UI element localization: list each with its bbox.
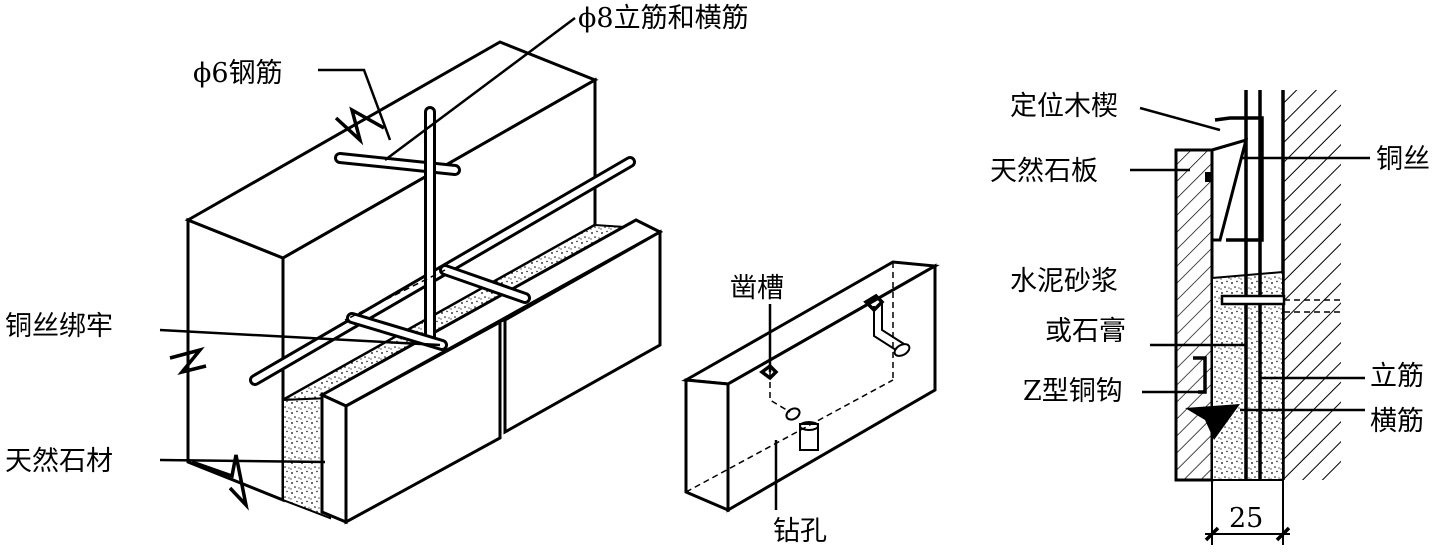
label-wedge: 定位木楔 — [1010, 91, 1118, 122]
label-natural-stone: 天然石材 — [5, 446, 113, 477]
drill-hole — [799, 423, 819, 451]
label-drill-hole: 钻孔 — [773, 516, 827, 547]
z-hook — [1193, 356, 1207, 394]
leader-natural-stone — [159, 458, 326, 464]
label-copper-wire: 铜丝 — [1376, 144, 1430, 175]
section-stone-slab — [1174, 148, 1214, 482]
stone-slab-front-2 — [503, 229, 662, 435]
positioning-wedge — [1210, 137, 1249, 242]
label-groove: 凿槽 — [730, 273, 784, 304]
middle-stone-block: 凿槽 钻孔 — [681, 260, 940, 547]
wedge-outline — [1214, 116, 1264, 242]
label-gypsum: 或石膏 — [1045, 316, 1126, 347]
mortar-fill-front — [282, 396, 331, 520]
label-rebar-6: ϕ6钢筋 — [193, 58, 283, 89]
label-mortar: 水泥砂浆 — [1010, 266, 1118, 297]
block-front — [726, 263, 937, 513]
label-stone-slab: 天然石板 — [990, 156, 1098, 187]
leader-rebar-8 — [384, 16, 576, 162]
label-vertical-bar: 立筋 — [1370, 361, 1424, 392]
leader-copper-tie — [159, 328, 441, 347]
break-mark-bottom — [191, 454, 249, 511]
copper-wire-knot — [1205, 172, 1213, 182]
stone-slab-front-1 — [344, 319, 502, 525]
label-copper-tie: 铜丝绑牢 — [5, 311, 113, 342]
leader-wedge — [1139, 106, 1221, 132]
right-labels: 定位木楔 天然石板 铜丝 水泥砂浆 或石膏 Z型铜钩 立筋 横筋 — [990, 91, 1430, 437]
leader-rebar-6 — [318, 68, 392, 141]
break-mark-left — [169, 346, 207, 375]
dimension-value: 25 — [1229, 503, 1263, 534]
base-wall — [1283, 90, 1341, 480]
section-horizontal-bar — [1220, 294, 1286, 306]
groove-hook-left — [759, 363, 779, 381]
label-rebar-8: ϕ8立筋和横筋 — [578, 3, 749, 34]
left-labels: ϕ6钢筋 ϕ8立筋和横筋 铜丝绑牢 天然石材 — [5, 3, 749, 477]
z-hook-tip — [1185, 404, 1240, 440]
stone-slab-edge — [320, 392, 348, 525]
break-mark-top — [334, 106, 385, 146]
left-isometric-wall — [169, 40, 664, 525]
block-left — [684, 378, 730, 513]
right-section-view: 25 — [1174, 90, 1341, 545]
label-horizontal-bar: 横筋 — [1370, 406, 1424, 437]
label-z-hook: Z型铜钩 — [1023, 376, 1123, 407]
